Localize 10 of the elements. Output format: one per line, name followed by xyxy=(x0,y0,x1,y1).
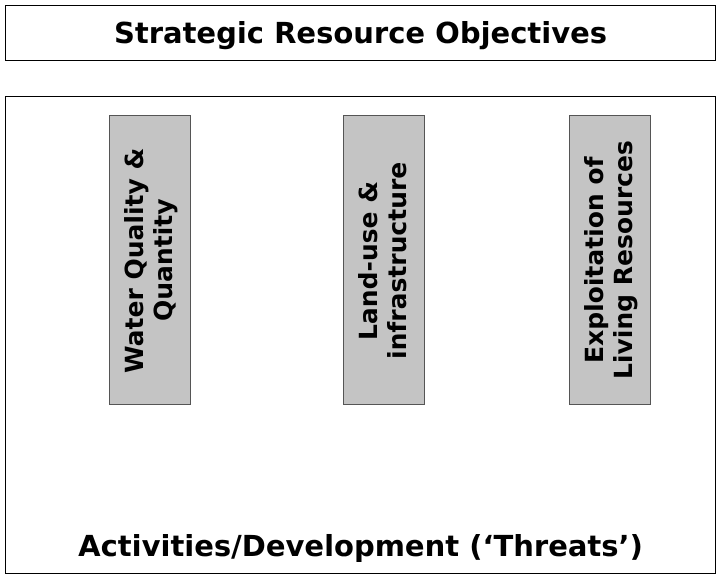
title-text: Strategic Resource Objectives xyxy=(114,16,608,50)
activities-panel xyxy=(5,96,716,574)
objective-bar xyxy=(343,115,425,405)
title-box xyxy=(5,5,716,61)
bar-label: Exploitation of Living Resources xyxy=(581,140,639,382)
bar-label: Water Quality & Quantity xyxy=(121,146,179,375)
panel-heading: Activities/Development (‘Threats’) xyxy=(77,529,644,563)
objective-bar xyxy=(109,115,191,405)
bar-label: Land-use & infrastructure xyxy=(355,160,413,361)
objective-bar xyxy=(569,115,651,405)
